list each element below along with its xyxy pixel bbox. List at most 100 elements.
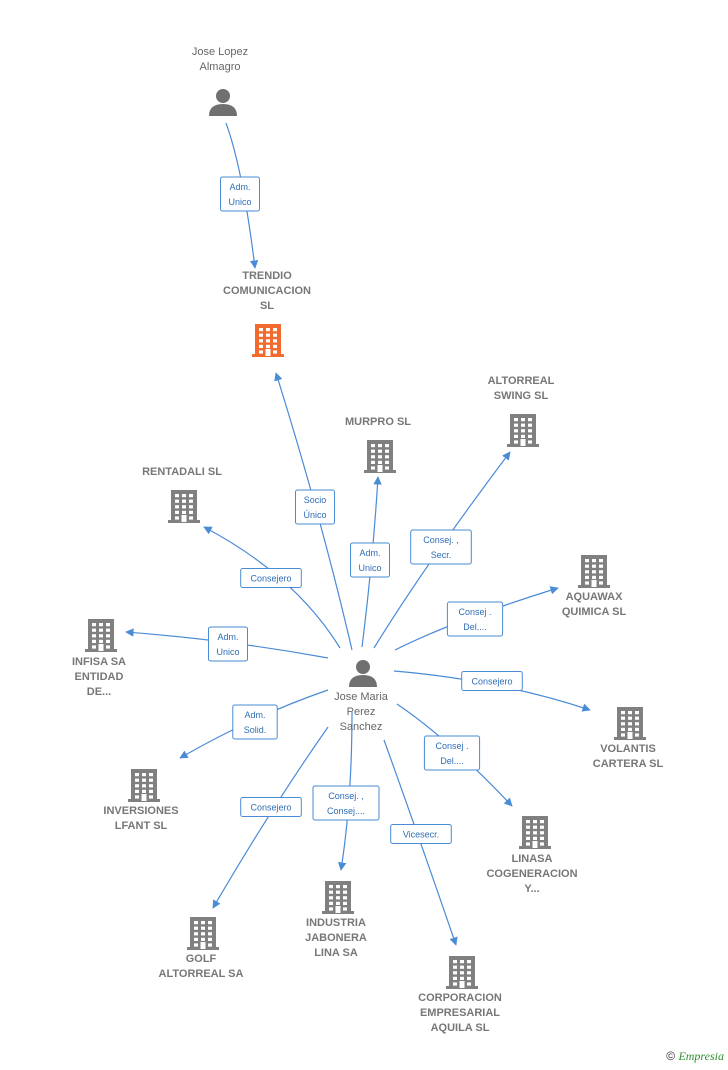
edge-label-text: Consejero <box>250 803 291 813</box>
node-label: LINA SA <box>314 947 358 959</box>
edge-label-text: Consej. , <box>423 535 459 545</box>
edge-inversiones: Adm.Solid. <box>179 689 329 759</box>
edge-golf: Consejero <box>212 726 329 909</box>
node-label: COGENERACION <box>486 868 577 880</box>
edge-label-box[interactable] <box>410 529 472 565</box>
node-label: ENTIDAD <box>75 671 124 683</box>
building-icon <box>128 769 160 802</box>
edge-label-box[interactable] <box>312 785 380 821</box>
node-label: MURPRO SL <box>345 416 411 428</box>
node-label: SWING SL <box>494 390 549 402</box>
node-label: Almagro <box>200 61 241 73</box>
building-icon <box>519 816 551 849</box>
node-label: Sanchez <box>340 721 383 733</box>
edge-label-box[interactable] <box>446 601 504 637</box>
building-icon <box>507 414 539 447</box>
brand-logo: Empresia <box>678 1049 724 1063</box>
edge-label-box[interactable] <box>423 735 481 771</box>
edge-label-box[interactable] <box>208 626 248 662</box>
edge-linasa: Consej . Del.... <box>396 703 513 807</box>
edge-volantis: Consejero <box>393 670 591 712</box>
node-label: Perez <box>347 706 376 718</box>
edge-trendio: Adm. Unico <box>220 122 260 269</box>
building-icon <box>364 440 396 473</box>
edge-label-box[interactable] <box>350 542 390 578</box>
edge-label-text: Único <box>303 510 326 520</box>
edge-label-text: Consej. , <box>328 791 364 801</box>
node-label: AQUAWAX <box>566 591 624 603</box>
edge-aquawax: Consej . Del.... <box>394 586 559 651</box>
node-label: LFANT SL <box>115 820 168 832</box>
node-linasa[interactable]: LINASA COGENERACION Y... <box>486 816 578 895</box>
edge-label-text: Unico <box>358 563 381 573</box>
node-label: SL <box>260 300 274 312</box>
node-label: RENTADALI SL <box>142 466 222 478</box>
edge-label-box[interactable] <box>390 824 452 844</box>
node-label: JABONERA <box>305 932 367 944</box>
edge-label-text: Unico <box>228 197 251 207</box>
edge-label-box[interactable] <box>240 797 302 817</box>
edge-label-text: Consej.... <box>327 806 365 816</box>
edge-label-text: Consejero <box>250 574 291 584</box>
node-altorreal_swing[interactable]: ALTORREAL SWING SL <box>488 375 555 447</box>
edge-altorreal_swing: Consej. , Secr. <box>373 451 511 649</box>
node-label: TRENDIO <box>242 270 292 282</box>
edge-label-box[interactable] <box>240 568 302 588</box>
copyright-icon: © <box>666 1049 676 1063</box>
node-label: COMUNICACION <box>223 285 311 297</box>
node-murpro[interactable]: MURPRO SL <box>345 416 411 473</box>
node-label: EMPRESARIAL <box>420 1007 500 1019</box>
edge-label-box[interactable] <box>295 489 335 525</box>
node-trendio[interactable]: TRENDIO COMUNICACION SL <box>223 270 311 357</box>
edge-rentadali: Consejero <box>203 526 341 649</box>
building-icon <box>322 881 354 914</box>
person-icon <box>209 89 237 116</box>
edge-industria: Consej. , Consej.... <box>312 711 380 871</box>
building-icon <box>252 324 284 357</box>
node-label: AQUILA SL <box>431 1022 490 1034</box>
node-label: ALTORREAL <box>488 375 555 387</box>
node-label: Jose Maria <box>334 691 389 703</box>
building-icon <box>85 619 117 652</box>
edge-label-text: Consejero <box>471 677 512 687</box>
node-label: CORPORACION <box>418 992 502 1004</box>
building-icon <box>446 956 478 989</box>
edge-label-box[interactable] <box>220 176 260 212</box>
node-label: Y... <box>524 883 539 895</box>
edge-label-text: Solid. <box>244 725 267 735</box>
edge-label-text: Unico <box>216 647 239 657</box>
footer-brand: © Empresia <box>666 1049 724 1064</box>
node-label: DE... <box>87 686 111 698</box>
building-icon <box>168 490 200 523</box>
edge-label-text: Consej . <box>458 607 491 617</box>
node-infisa[interactable]: INFISA SAENTIDADDE... <box>72 619 126 698</box>
building-icon <box>614 707 646 740</box>
edge-label-text: Adm. <box>229 182 250 192</box>
edge-corporacion: Vicesecr. <box>383 739 458 946</box>
edge-label-text: Secr. <box>431 550 452 560</box>
node-label: GOLF <box>186 953 217 965</box>
node-label: LINASA <box>512 853 553 865</box>
node-corporacion[interactable]: CORPORACION EMPRESARIAL AQUILA SL <box>418 956 502 1034</box>
edge-label-text: Del.... <box>463 622 487 632</box>
building-icon <box>187 917 219 950</box>
edge-label-text: Consej . <box>435 741 468 751</box>
edge-label-box[interactable] <box>461 671 523 691</box>
node-label: INVERSIONES <box>103 805 178 817</box>
edge-label-text: Socio <box>304 495 327 505</box>
node-rentadali[interactable]: RENTADALI SL <box>142 466 222 523</box>
node-inversiones[interactable]: INVERSIONES LFANT SL <box>103 769 179 832</box>
edge-label-text: Del.... <box>440 756 464 766</box>
edge-label-text: Adm. <box>359 548 380 558</box>
edge-label-box[interactable] <box>232 704 278 740</box>
node-label: VOLANTIS <box>600 743 656 755</box>
